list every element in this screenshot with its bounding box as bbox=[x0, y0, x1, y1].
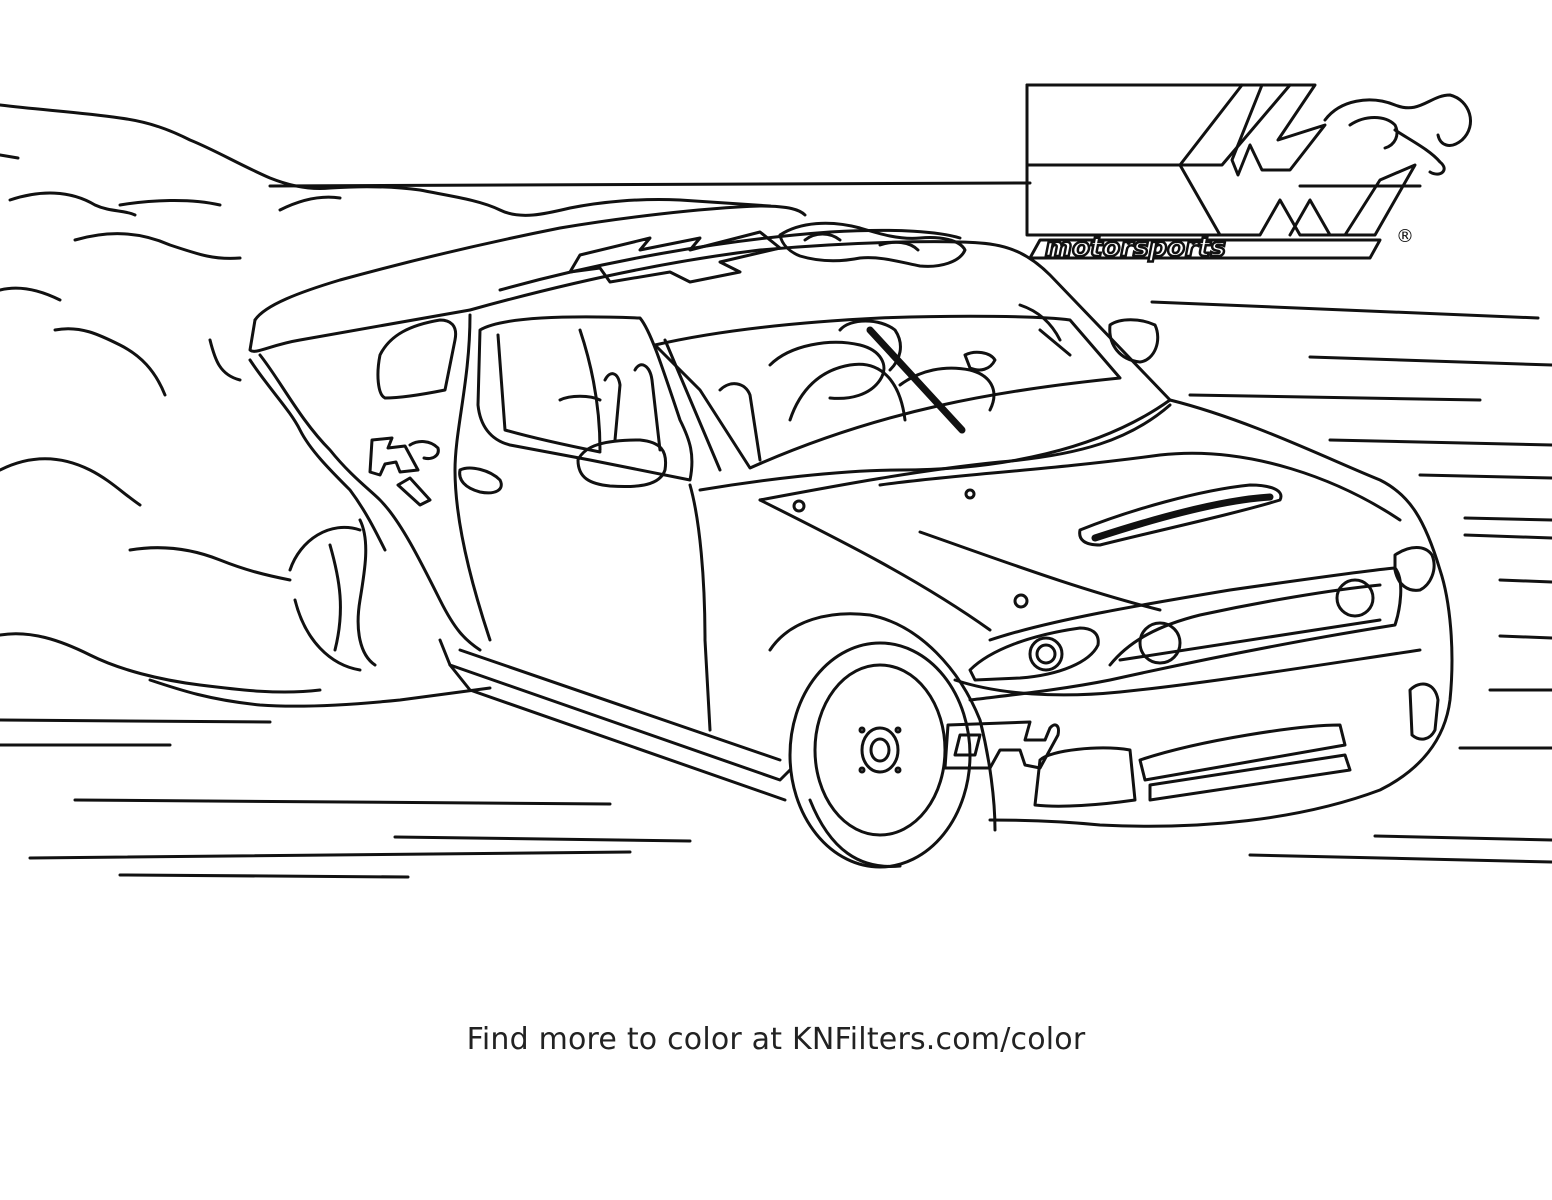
speed-lines bbox=[0, 300, 1552, 879]
car bbox=[248, 204, 1454, 869]
footer-text: Find more to color at KNFilters.com/colo… bbox=[466, 1022, 1086, 1057]
logo-reg-mark: ® bbox=[1396, 226, 1414, 247]
logo-motorsports-text: motorsports bbox=[1045, 233, 1226, 263]
kn-motorsports-logo: motorsports ® bbox=[1025, 83, 1472, 264]
hood-scoop-intake bbox=[1091, 493, 1274, 542]
tire-smoke bbox=[0, 103, 772, 708]
horizon-line bbox=[268, 181, 1422, 188]
door-decal bbox=[368, 436, 440, 507]
bumper-decal bbox=[943, 720, 1060, 770]
wiper bbox=[866, 326, 966, 434]
roof-decal bbox=[568, 221, 967, 284]
